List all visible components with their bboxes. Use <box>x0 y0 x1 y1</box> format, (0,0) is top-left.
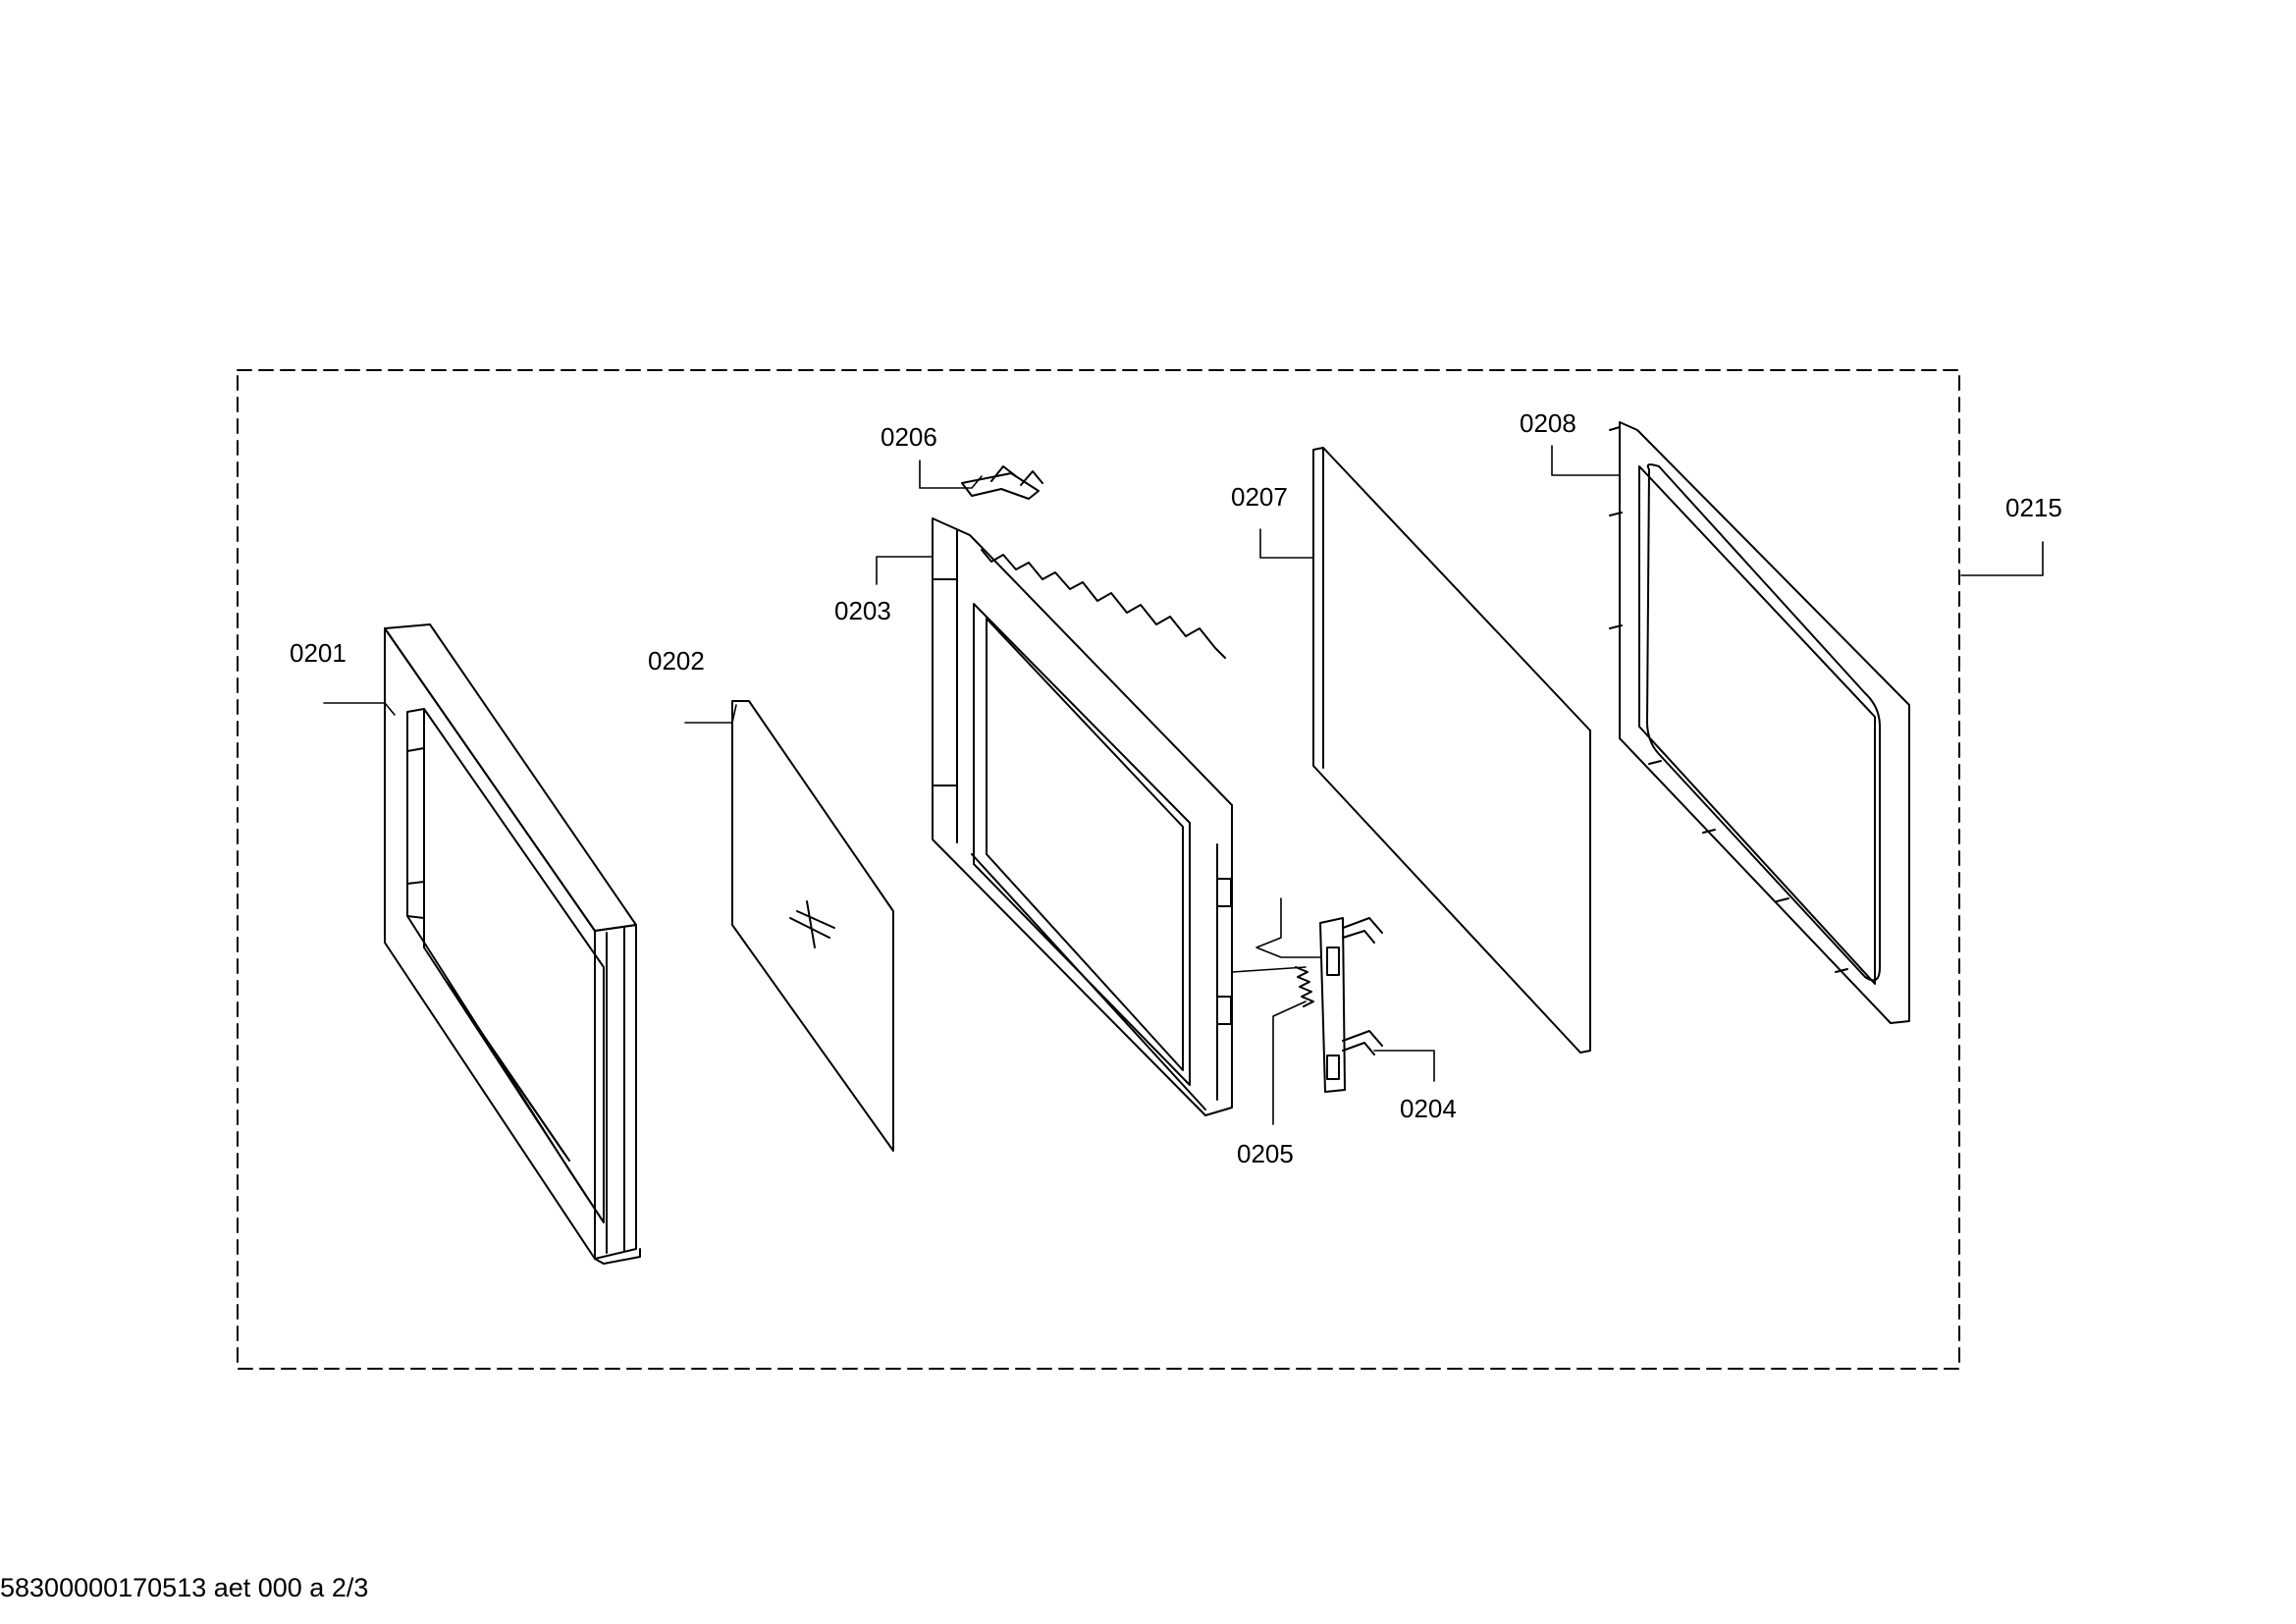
leader-0203 <box>876 556 934 585</box>
leader-0207 <box>1259 528 1314 559</box>
label-0201: 0201 <box>290 638 347 668</box>
leader-0215 <box>1960 541 2044 576</box>
part-0207-glass-panel <box>1312 447 1591 1054</box>
leader-lines <box>323 445 2044 1125</box>
part-0206-hinge-clip <box>961 465 1043 500</box>
part-0202-inner-glass <box>731 700 894 1152</box>
label-0203: 0203 <box>834 596 891 625</box>
part-0204-latch <box>1319 917 1383 1093</box>
leader-spring <box>1255 897 1321 958</box>
part-0205-spring <box>1295 966 1314 1007</box>
part-0201-front-frame <box>384 623 641 1265</box>
label-0206: 0206 <box>881 422 937 452</box>
leader-0204 <box>1373 1050 1435 1082</box>
label-0215: 0215 <box>2005 493 2062 522</box>
leader-spring-b <box>1231 966 1307 973</box>
part-0208-rear-frame <box>1609 421 1910 1024</box>
label-0207: 0207 <box>1231 482 1288 512</box>
label-0208: 0208 <box>1520 408 1576 438</box>
part-0203-door-chassis <box>932 517 1233 1116</box>
leader-0205 <box>1272 1001 1307 1125</box>
leader-0208 <box>1551 445 1621 476</box>
leader-0202 <box>684 704 737 724</box>
label-0202: 0202 <box>648 646 705 676</box>
leader-0206 <box>919 460 983 489</box>
label-0204: 0204 <box>1400 1094 1457 1123</box>
assembly-boundary <box>237 369 1960 1370</box>
label-0205: 0205 <box>1237 1139 1294 1168</box>
document-footer: 58300000170513 aet 000 a 2/3 <box>0 1573 369 1602</box>
